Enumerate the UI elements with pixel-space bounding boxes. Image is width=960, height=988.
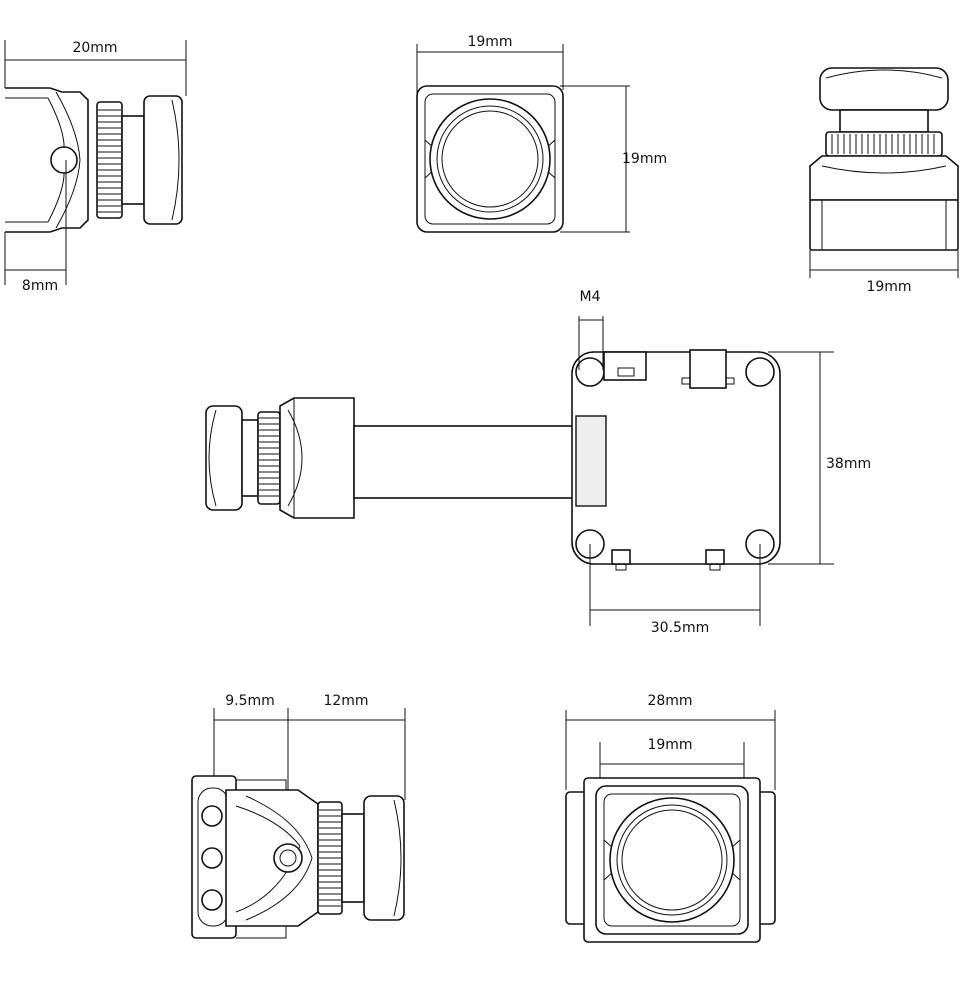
dim-top-center-width: 19mm — [416, 34, 564, 130]
view-side-bottom-left: 9.5mm 12mm — [191, 693, 406, 939]
dim-top-left-depth: 8mm — [4, 160, 67, 294]
dim-bottom-left: 9.5mm 12mm — [213, 693, 406, 800]
view-side-top-left: 20mm 8mm — [4, 40, 187, 294]
knurl-lines-mid — [259, 417, 279, 497]
dim-top-left-width: 20mm — [4, 40, 187, 96]
dim-bottom-right-outer: 28mm — [565, 693, 776, 790]
label-19mm-c: 19mm — [866, 279, 911, 295]
label-20mm: 20mm — [72, 40, 117, 56]
label-12mm: 12mm — [323, 693, 368, 709]
view-elevation-top-right: 19mm — [809, 67, 959, 295]
label-19mm-b: 19mm — [622, 151, 667, 167]
dim-top-right-width: 19mm — [809, 250, 959, 295]
label-m4: M4 — [580, 289, 601, 305]
dim-board-height: 38mm — [768, 351, 871, 565]
view-front-top-center: 19mm 19mm — [416, 34, 667, 233]
label-38mm: 38mm — [826, 456, 871, 472]
label-30-5mm: 30.5mm — [651, 620, 709, 636]
label-28mm: 28mm — [647, 693, 692, 709]
label-19mm-d: 19mm — [647, 737, 692, 753]
view-assembly-middle: M4 38mm 30.5mm — [205, 289, 871, 636]
view-front-bottom-right: 28mm 19mm — [565, 693, 776, 943]
dim-thread: M4 — [578, 289, 604, 370]
knurl-lines-tr — [831, 134, 935, 154]
label-9-5mm: 9.5mm — [225, 693, 275, 709]
label-8mm: 8mm — [22, 278, 58, 294]
knurl-lines-bl — [319, 809, 341, 907]
knurl-lines-tl — [98, 109, 121, 213]
label-19mm-a: 19mm — [467, 34, 512, 50]
dim-top-center-height: 19mm — [560, 85, 667, 233]
dim-board-mount-width: 30.5mm — [589, 544, 761, 636]
